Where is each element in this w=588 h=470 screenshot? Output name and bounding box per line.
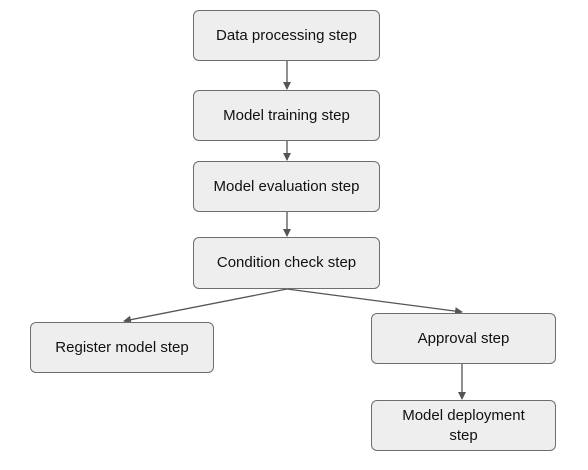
edge-condition-to-register [123,288,288,324]
node-label: Condition check step [216,254,357,271]
data-processing-step-node: Data processing step [193,10,380,61]
node-label: Register model step [55,338,189,356]
node-label: Model evaluation step [213,177,360,195]
edge-condition-to-approval [286,288,463,316]
model-deployment-step-node: Model deployment step [371,400,556,451]
node-label: Approval step [417,329,510,347]
model-training-step-node: Model training step [193,90,380,141]
condition-check-step-node: Condition check step [193,237,380,289]
approval-step-node: Approval step [371,313,556,364]
register-model-step-node: Register model step [30,322,214,373]
model-evaluation-step-node: Model evaluation step [193,161,380,212]
node-label: Data processing step [216,26,357,44]
node-label: Model training step [223,106,350,124]
node-label: Model deployment step [402,406,525,444]
